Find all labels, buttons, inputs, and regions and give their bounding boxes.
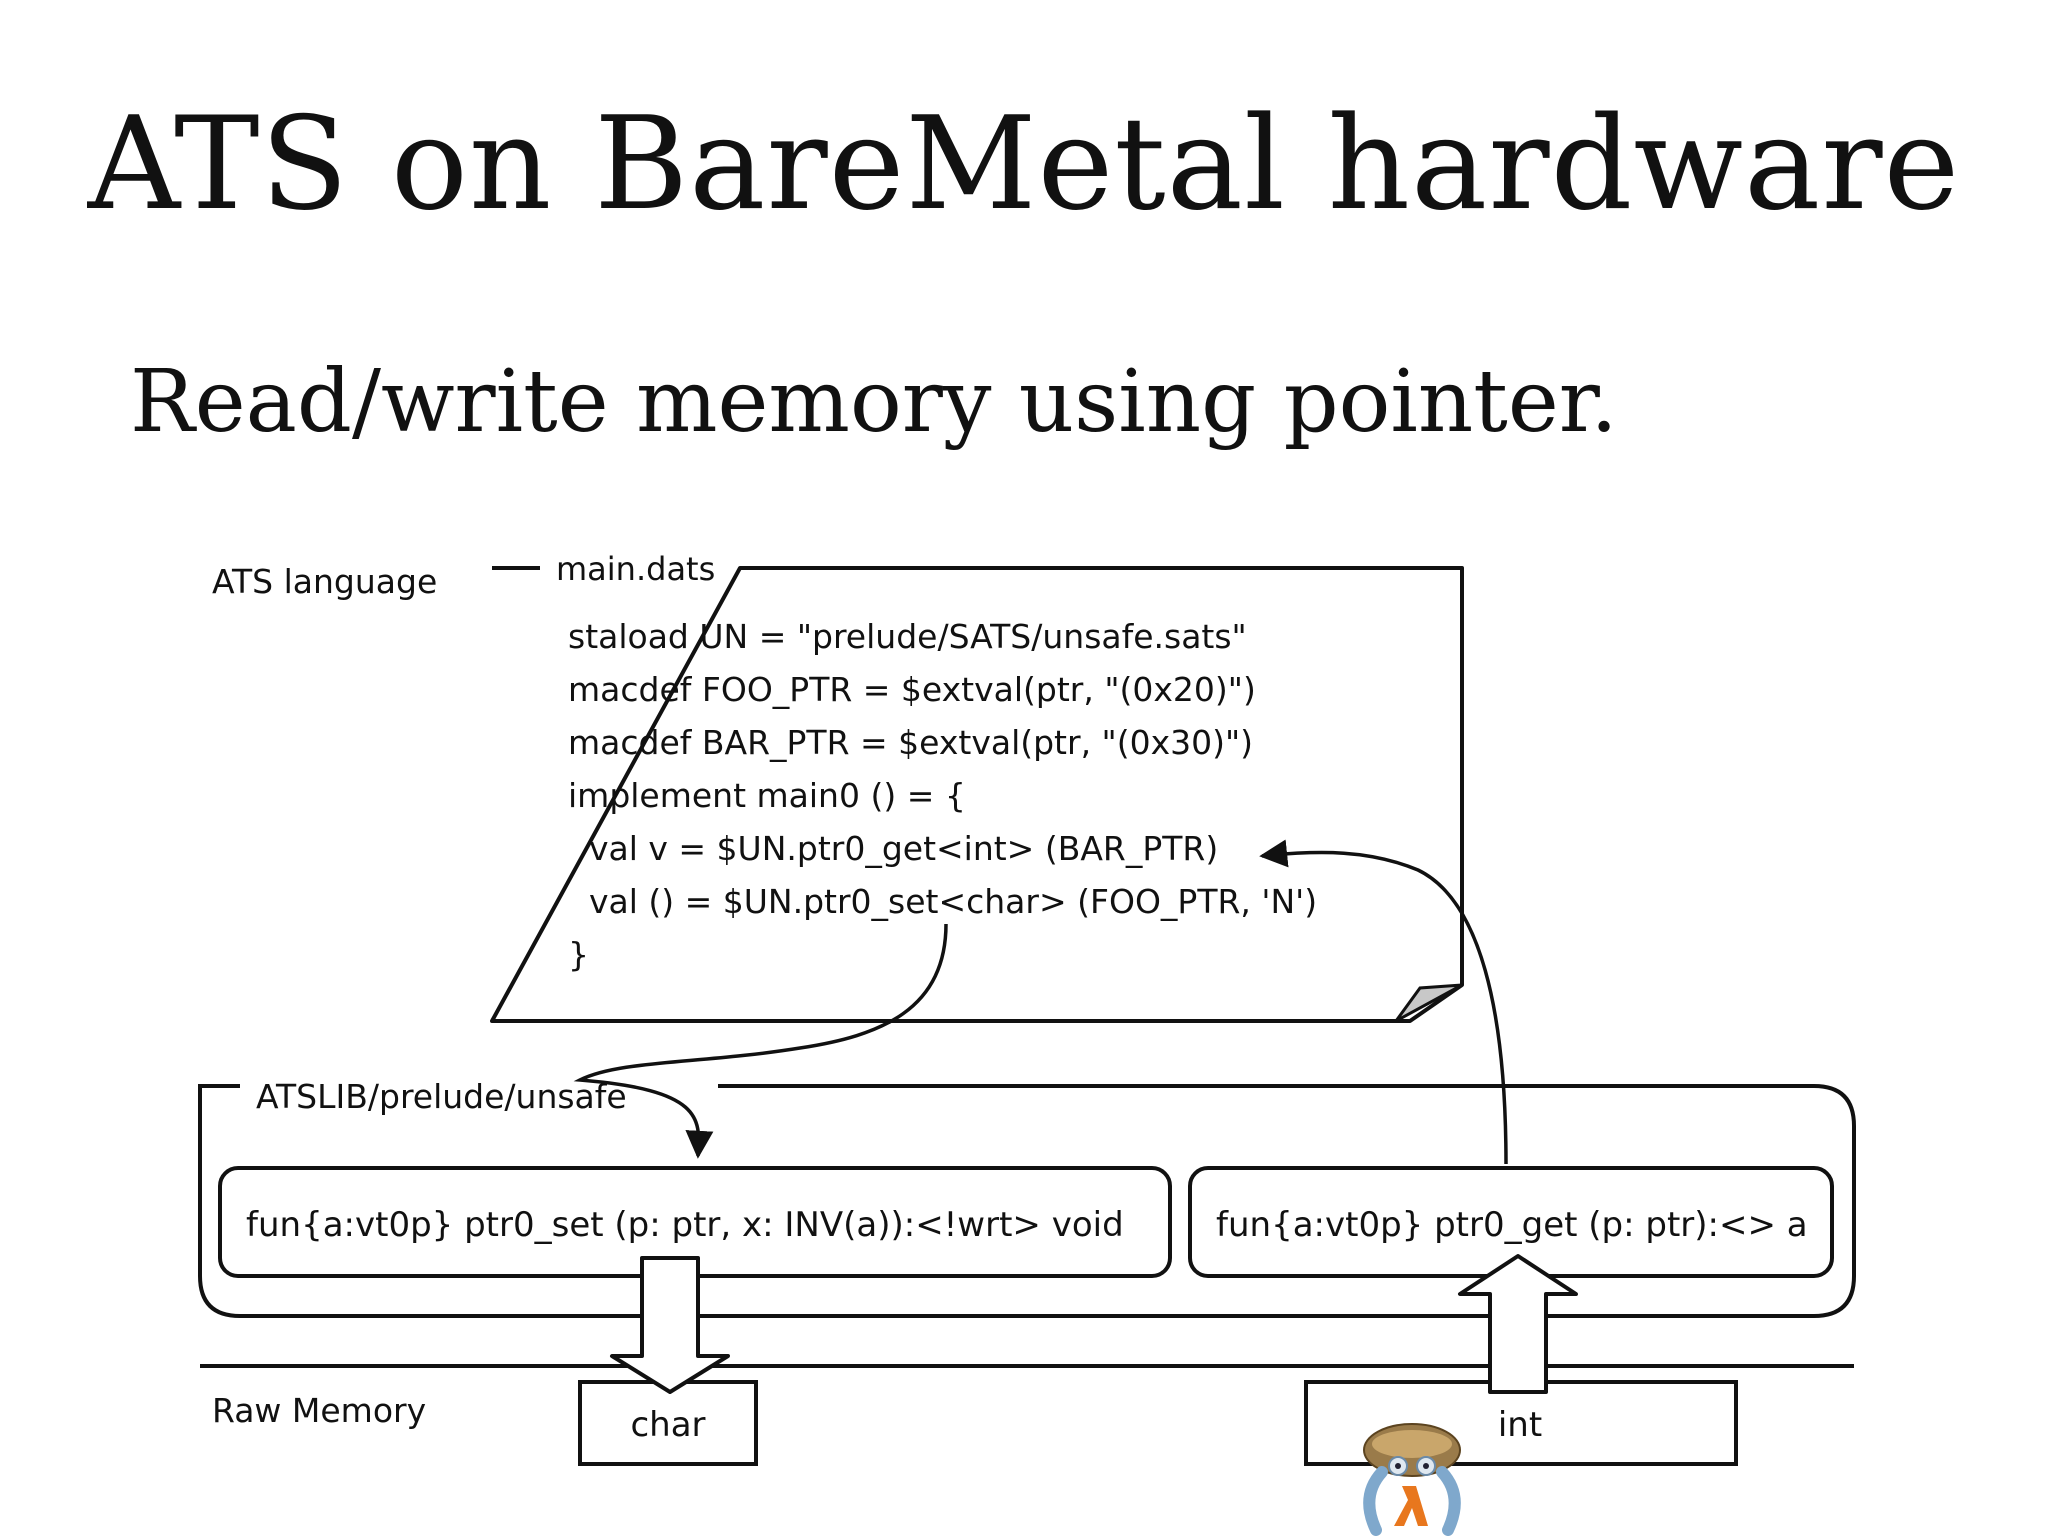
code-line: staload UN = "prelude/SATS/unsafe.sats" (568, 617, 1247, 656)
slide-title: ATS on BareMetal hardware (87, 90, 1961, 239)
get-return-arrow (1259, 839, 1508, 1165)
atslib-container (198, 1084, 1856, 1318)
ats-crab-mascot-icon (1363, 1423, 1461, 1536)
write-block-arrow (610, 1256, 730, 1394)
code-block: staload UN = "prelude/SATS/unsafe.sats" … (568, 617, 1317, 974)
slide-subtitle: Read/write memory using pointer. (130, 352, 1618, 452)
atslib-label: ATSLIB/prelude/unsafe (256, 1077, 627, 1116)
code-line: macdef FOO_PTR = $extval(ptr, "(0x20)") (568, 670, 1256, 709)
memory-cell-char-label: char (630, 1405, 705, 1445)
memory-cell-int-label: int (1498, 1405, 1542, 1445)
code-line: macdef BAR_PTR = $extval(ptr, "(0x30)") (568, 723, 1253, 762)
file-fold-corner (1394, 983, 1463, 1023)
code-line: val () = $UN.ptr0_set<char> (FOO_PTR, 'N… (568, 882, 1317, 921)
main-dats-file-box (490, 566, 1464, 1023)
ptr0-get-signature: fun{a:vt0p} ptr0_get (p: ptr):<> a (1216, 1205, 1808, 1245)
code-line: } (568, 935, 589, 974)
code-line: val v = $UN.ptr0_get<int> (BAR_PTR) (568, 829, 1218, 868)
ats-language-label: ATS language (212, 562, 437, 601)
ptr0-set-signature: fun{a:vt0p} ptr0_set (p: ptr, x: INV(a))… (246, 1205, 1124, 1245)
memory-cell-char (578, 1380, 758, 1466)
read-block-arrow (1458, 1254, 1578, 1394)
code-line: implement main0 () = { (568, 776, 966, 815)
raw-memory-label: Raw Memory (212, 1391, 426, 1430)
set-call-arrow (573, 923, 948, 1159)
main-dats-title: main.dats (556, 550, 715, 588)
